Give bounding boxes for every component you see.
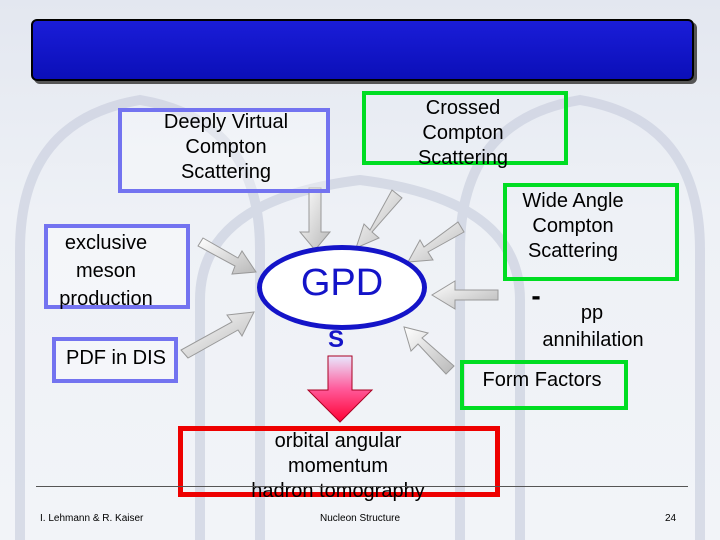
arrow-to-orbital [306, 355, 374, 423]
footer-authors: I. Lehmann & R. Kaiser [40, 513, 144, 524]
orbital-label: orbital angular momentum hadron tomograp… [251, 430, 425, 502]
footer-divider [36, 486, 688, 487]
exclusive-meson-box [44, 224, 190, 309]
footer-title: Nucleon Structure [320, 513, 401, 524]
wide-angle-box [503, 183, 679, 281]
wide-angle-label: Wide Angle Compton Scattering [522, 190, 624, 262]
arrow-form-factors [403, 326, 455, 375]
pdf-dis-box [52, 337, 178, 383]
crossed-compton-box [362, 91, 568, 165]
pp-dash: - [531, 280, 541, 311]
gpd-label: GPD [300, 262, 384, 304]
gpd-ellipse [257, 245, 427, 330]
arrow-crossed [355, 189, 403, 249]
footer-page-number: 24 [665, 513, 677, 524]
sigma-label: S [328, 326, 345, 353]
pp-label: pp [580, 302, 604, 324]
form-factors-box [460, 360, 628, 410]
crossed-compton-label: Crossed Compton Scattering [417, 97, 509, 169]
arrow-dvcs [298, 187, 332, 251]
arrow-wide-angle [407, 221, 465, 263]
annihilation-label: annihilation [542, 329, 644, 351]
arrow-pp [431, 280, 499, 310]
exclusive-meson-label: exclusive meson production [59, 232, 153, 310]
dvcs-box [118, 108, 330, 193]
orbital-box [178, 426, 500, 497]
arrow-meson [197, 237, 257, 275]
slide-title-bar [31, 19, 694, 81]
arrow-pdf-dis [180, 311, 255, 359]
pdf-dis-label: PDF in DIS [65, 347, 167, 369]
dvcs-label: Deeply Virtual Compton Scattering [163, 111, 289, 183]
form-factors-label: Form Factors [482, 369, 602, 391]
